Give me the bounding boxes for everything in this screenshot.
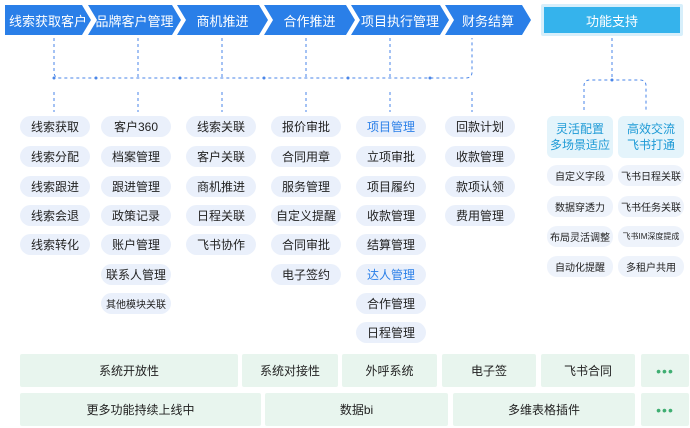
list-item: 线索转化 [20,234,90,255]
list-item: 结算管理 [356,234,426,255]
step-lead-acquisition: 线索获取客户 [5,5,91,35]
list-item: 服务管理 [271,176,341,197]
support-item: 飞书IM深度提成 [618,226,684,247]
list-item: 飞书协作 [186,234,256,255]
list-item: 客户关联 [186,146,256,167]
step-brand-customer: 品牌客户管理 [88,5,181,35]
more-block: ••• [641,354,689,387]
list-item: 商机推进 [186,176,256,197]
list-item: 报价审批 [271,116,341,137]
list-item-highlight: 项目管理 [356,116,426,137]
support-head-line: 高效交流 [626,122,675,136]
list-item: 立项审批 [356,146,426,167]
list-item: 收款管理 [445,146,515,167]
feature-block: 数据bi [265,393,448,426]
list-item: 政策记录 [101,205,171,226]
feature-block: 外呼系统 [342,354,437,387]
support-item: 飞书任务关联 [618,196,684,217]
feature-block: 飞书合同 [541,354,635,387]
support-head-flexible: 灵活配置多场景适应 [547,116,613,158]
list-item: 线索跟进 [20,176,90,197]
support-item: 多租户共用 [618,256,684,277]
list-item: 自定义提醒 [271,205,341,226]
list-item: 合同用章 [271,146,341,167]
feature-block: 系统开放性 [20,354,238,387]
support-head-feishu: 高效交流飞书打通 [618,116,684,158]
list-item: 项目履约 [356,176,426,197]
list-item: 档案管理 [101,146,171,167]
list-item: 客户360 [101,116,171,137]
support-head-line: 飞书打通 [626,138,675,152]
support-item: 自定义字段 [547,165,613,186]
list-item: 线索分配 [20,146,90,167]
list-item: 款项认领 [445,176,515,197]
list-item: 日程关联 [186,205,256,226]
feature-block: 电子签 [442,354,536,387]
list-item: 日程管理 [356,322,426,343]
more-block: ••• [641,393,689,426]
more-dots-icon: ••• [656,401,674,418]
support-title: 功能支持 [541,4,683,36]
feature-block: 多维表格插件 [453,393,635,426]
step-cooperation: 合作推进 [264,5,355,35]
list-item: 线索关联 [186,116,256,137]
list-item: 联系人管理 [101,264,171,285]
list-item: 收款管理 [356,205,426,226]
step-finance: 财务结算 [445,5,531,35]
support-item: 布局灵活调整 [547,226,613,247]
list-item: 费用管理 [445,205,515,226]
list-item: 电子签约 [271,264,341,285]
support-item: 数据穿透力 [547,196,613,217]
step-project-execution: 项目执行管理 [351,5,449,35]
list-item: 回款计划 [445,116,515,137]
support-item: 自动化提醒 [547,256,613,277]
feature-block: 更多功能持续上线中 [20,393,261,426]
more-dots-icon: ••• [656,362,674,379]
feature-block: 系统对接性 [242,354,338,387]
list-item: 合作管理 [356,293,426,314]
list-item: 合同审批 [271,234,341,255]
list-item: 账户管理 [101,234,171,255]
support-head-line: 灵活配置 [555,122,604,136]
list-item: 线索会退 [20,205,90,226]
list-item: 线索获取 [20,116,90,137]
list-item-highlight: 达人管理 [356,264,426,285]
support-item: 飞书日程关联 [618,165,684,186]
step-opportunity: 商机推进 [177,5,268,35]
list-item: 其他模块关联 [101,293,171,314]
support-head-line: 多场景适应 [549,138,610,152]
list-item: 跟进管理 [101,176,171,197]
